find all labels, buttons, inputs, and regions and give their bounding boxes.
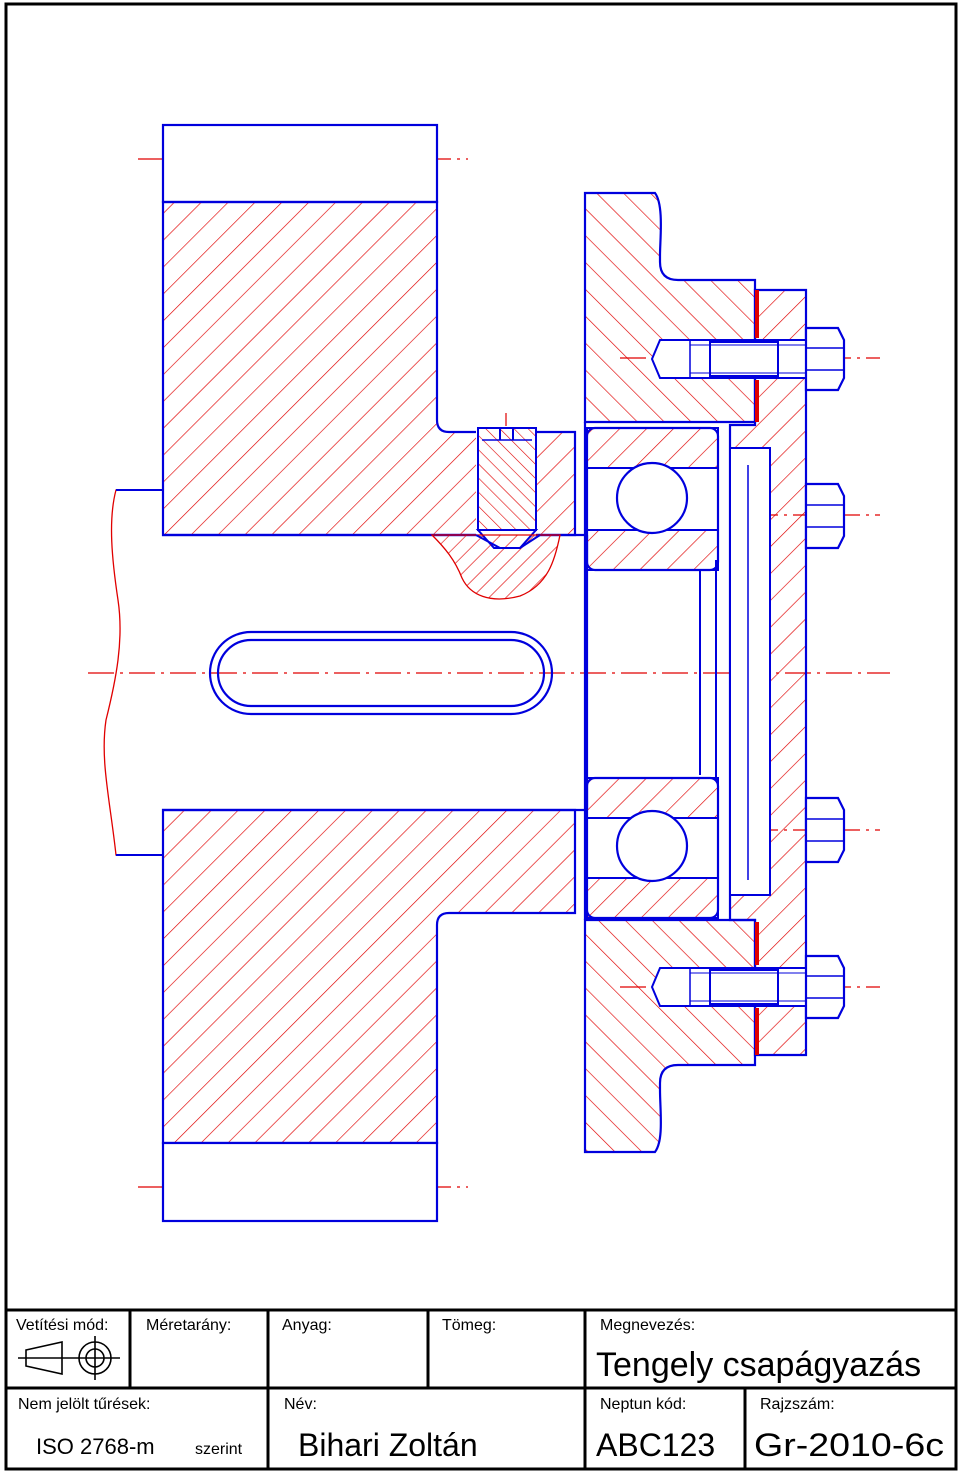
material-label: Anyag: — [282, 1317, 332, 1334]
shaft-stub — [103, 489, 162, 856]
hub-lower — [161, 808, 577, 1223]
bearing-cover — [699, 288, 808, 1057]
mass-label: Tömeg: — [442, 1317, 496, 1334]
hub-upper — [161, 123, 577, 537]
name-label: Név: — [284, 1396, 317, 1413]
bolt-lower — [650, 954, 846, 1020]
drawing-no-label: Rajzszám: — [760, 1396, 835, 1413]
drawing-no-value: Gr-2010-6c — [754, 1427, 944, 1463]
scale-label: Méretarány: — [146, 1317, 231, 1334]
neptun-value: ABC123 — [596, 1427, 715, 1463]
title-label: Megnevezés: — [600, 1317, 695, 1334]
title-value: Tengely csapágyazás — [596, 1346, 921, 1384]
set-screw — [475, 426, 539, 549]
neptun-label: Neptun kód: — [600, 1396, 686, 1413]
key-slot — [208, 630, 554, 716]
breakout-section — [430, 534, 561, 600]
projection-symbol — [18, 1336, 120, 1380]
name-value: Bihari Zoltán — [298, 1427, 478, 1463]
bolt-head-middle-lower — [804, 796, 846, 864]
housing-lower — [583, 918, 757, 1154]
title-block — [4, 1308, 958, 1471]
bolt-head-middle-upper — [804, 482, 846, 550]
bearing-lower — [585, 776, 720, 920]
projection-label: Vetítési mód: — [16, 1317, 109, 1334]
tolerance-value: ISO 2768-m — [36, 1434, 155, 1459]
drawing-frame — [4, 2, 958, 1471]
tolerance-suffix: szerint — [195, 1441, 243, 1458]
bolt-upper — [650, 326, 846, 392]
tolerance-label: Nem jelölt tűrések: — [18, 1396, 151, 1413]
bearing-upper — [585, 426, 720, 572]
housing-upper — [583, 191, 757, 424]
